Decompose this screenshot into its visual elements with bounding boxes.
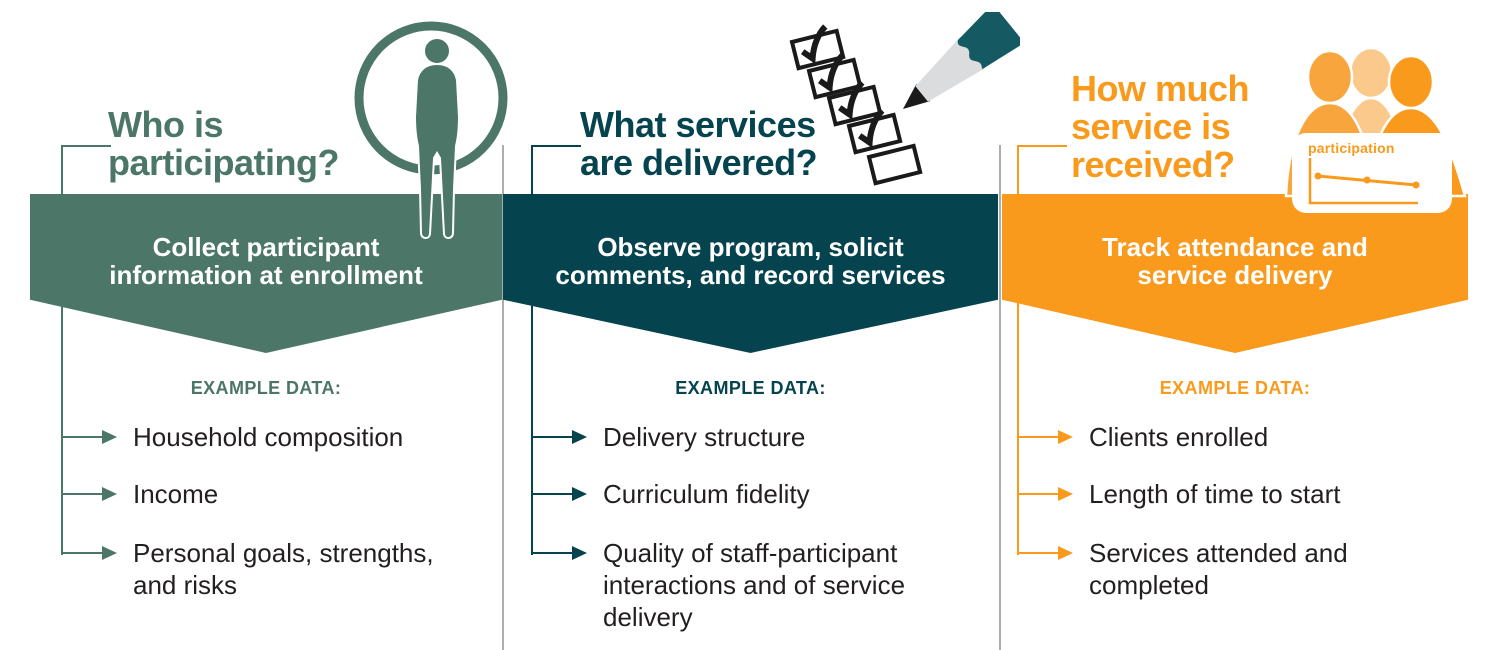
bracket-line <box>531 145 533 555</box>
list-item: Household composition <box>61 421 403 453</box>
arrow-bullet-icon <box>531 546 587 560</box>
arrow-bullet-icon <box>531 487 587 501</box>
column-heading: How much service is received? <box>1071 68 1250 185</box>
arrow-bullet-icon <box>1017 546 1073 560</box>
chart-axes <box>1308 158 1418 205</box>
person-in-circle-icon <box>354 21 508 239</box>
checkbox-empty <box>866 143 923 186</box>
arrow-bullet-icon <box>61 546 117 560</box>
checkbox-checked <box>846 108 903 155</box>
item-text: Income <box>133 479 219 509</box>
arrow-bullet-icon <box>1017 430 1073 444</box>
list-item: Services attended and completed <box>1017 537 1348 601</box>
item-text: Length of time to start <box>1089 479 1341 509</box>
declining-trend-line <box>1314 172 1420 189</box>
banner-chevron: Observe program, solicit comments, and r… <box>503 194 998 353</box>
list-item: Personal goals, strengths, and risks <box>61 537 434 601</box>
banner-chevron: Track attendance and service delivery <box>1002 194 1468 353</box>
item-text: Delivery structure <box>603 422 806 452</box>
item-text: Quality of staff-participant interaction… <box>603 538 906 632</box>
person-silhouette <box>413 37 461 239</box>
column-divider <box>999 145 1001 650</box>
arrow-bullet-icon <box>1017 487 1073 501</box>
list-item: Delivery structure <box>531 421 805 453</box>
list-item: Clients enrolled <box>1017 421 1268 453</box>
arrow-bullet-icon <box>61 430 117 444</box>
list-item: Quality of staff-participant interaction… <box>531 537 905 633</box>
banner-text: Track attendance and service delivery <box>1102 232 1368 290</box>
bracket-line <box>61 145 111 147</box>
example-data-label: EXAMPLE DATA: <box>190 378 342 398</box>
column-heading: Who is participating? <box>108 104 340 183</box>
list-item: Income <box>61 478 218 510</box>
bracket-line <box>531 145 581 147</box>
participation-card <box>1292 133 1452 213</box>
item-text: Clients enrolled <box>1089 422 1269 452</box>
arrow-bullet-icon <box>531 430 587 444</box>
checkbox-checked <box>806 53 863 100</box>
pencil-icon <box>903 12 1020 109</box>
example-data-label: EXAMPLE DATA: <box>1159 378 1311 398</box>
checkbox-checked <box>789 24 846 71</box>
example-data-label: EXAMPLE DATA: <box>675 378 826 398</box>
column-heading: What services are delivered? <box>580 104 818 183</box>
checklist-pencil-icon <box>789 12 1020 186</box>
banner-text: Collect participant information at enrol… <box>109 232 423 290</box>
bracket-line <box>1017 145 1067 147</box>
arrow-bullet-icon <box>61 487 117 501</box>
item-text: Personal goals, strengths, and risks <box>133 538 434 600</box>
checkbox-checked <box>826 80 883 127</box>
bracket-line <box>1017 145 1019 555</box>
participation-card-label: participation <box>1308 140 1395 156</box>
item-text: Household composition <box>133 422 404 452</box>
item-text: Curriculum fidelity <box>603 479 810 509</box>
bracket-line <box>61 145 63 555</box>
list-item: Curriculum fidelity <box>531 478 810 510</box>
banner-text: Observe program, solicit comments, and r… <box>555 232 946 290</box>
item-text: Services attended and completed <box>1089 538 1348 600</box>
column-divider <box>502 145 504 650</box>
list-item: Length of time to start <box>1017 478 1340 510</box>
people-participation-icon <box>1284 46 1467 213</box>
